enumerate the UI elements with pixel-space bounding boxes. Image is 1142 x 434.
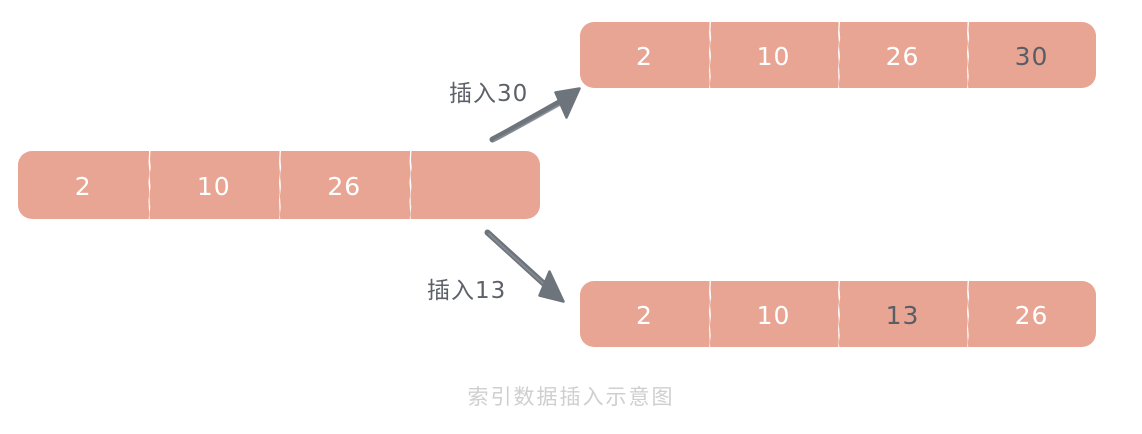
- array-cell: 2: [580, 22, 709, 88]
- result-array-insert-30: 2 10 26 30: [580, 22, 1096, 88]
- array-cell: 10: [709, 281, 838, 347]
- cell-value: 2: [636, 41, 653, 71]
- array-cell-inserted: 30: [967, 22, 1096, 88]
- array-cell: 26: [838, 22, 967, 88]
- cell-value: 26: [1014, 300, 1049, 330]
- diagram-caption: 索引数据插入示意图: [467, 385, 675, 409]
- cell-value: 2: [636, 300, 653, 330]
- array-cell: 10: [709, 22, 838, 88]
- operation-label-insert-13: 插入13: [427, 278, 507, 304]
- result-array-insert-13: 2 10 13 26: [580, 281, 1096, 347]
- array-cell: 2: [18, 151, 149, 219]
- operation-label-insert-30: 插入30: [449, 81, 529, 107]
- array-cell: 10: [149, 151, 280, 219]
- array-cell: 26: [279, 151, 410, 219]
- cell-value: 13: [885, 300, 920, 330]
- source-array: 2 10 26: [18, 151, 540, 219]
- cell-value: 10: [756, 300, 791, 330]
- array-cell-inserted: 13: [838, 281, 967, 347]
- cell-value: 10: [196, 171, 231, 201]
- cell-value: 10: [756, 41, 791, 71]
- array-cell: 2: [580, 281, 709, 347]
- cell-value: 26: [885, 41, 920, 71]
- cell-value: 26: [327, 171, 362, 201]
- array-cell: 26: [967, 281, 1096, 347]
- cell-value: 2: [74, 171, 92, 201]
- cell-value: 30: [1014, 41, 1049, 71]
- array-cell-empty: [410, 151, 541, 219]
